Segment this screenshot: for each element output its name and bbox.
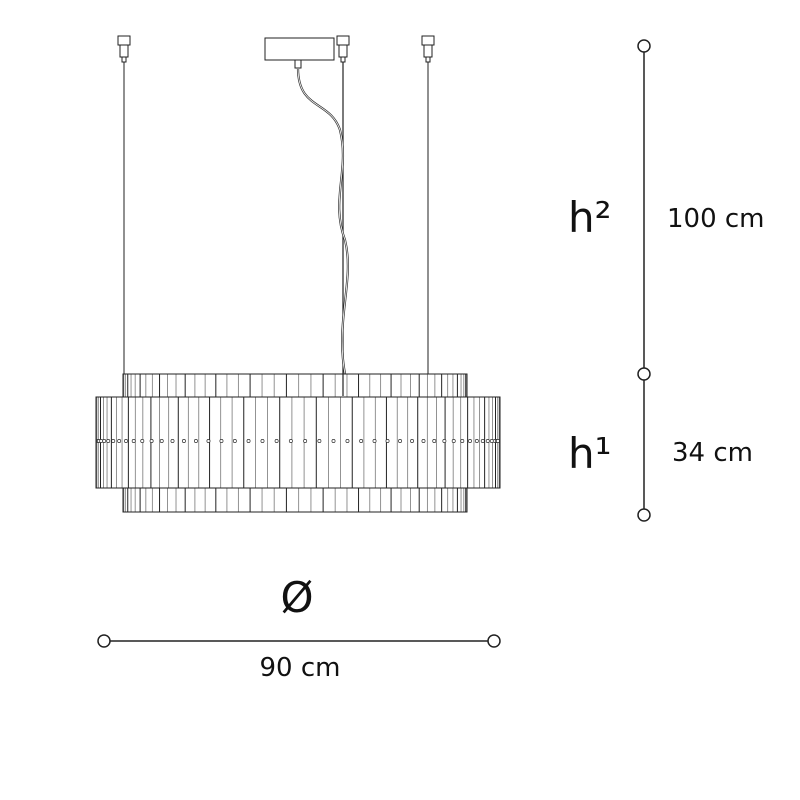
- slat-hole: [474, 439, 479, 443]
- slat-hole: [111, 439, 116, 443]
- slat-hole: [359, 439, 364, 443]
- h2-value: 100 cm: [667, 204, 765, 234]
- slat-hole: [485, 439, 490, 443]
- slat-hole: [398, 439, 403, 443]
- slat-hole: [102, 439, 107, 443]
- middle-band-outline: [95, 396, 501, 489]
- slat-hole: [206, 439, 211, 443]
- upper-band-outline: [122, 373, 468, 398]
- slat-holes: [96, 439, 500, 443]
- slat-hole: [432, 439, 437, 443]
- slat-hole: [106, 439, 111, 443]
- h1-symbol: h¹: [568, 429, 611, 478]
- slat-hole: [372, 439, 377, 443]
- slat-hole: [117, 439, 122, 443]
- slat-hole: [159, 439, 164, 443]
- slat-hole: [170, 439, 175, 443]
- canopy-cable-gland: [294, 59, 302, 69]
- slat-hole: [442, 439, 447, 443]
- slat-hole: [331, 439, 336, 443]
- diameter-node-left: [97, 634, 111, 648]
- h1-value: 34 cm: [672, 438, 753, 468]
- slat-hole: [124, 439, 128, 443]
- slat-hole: [232, 439, 237, 443]
- slat-hole: [181, 439, 186, 443]
- slat-hole: [468, 439, 472, 443]
- dimension-node-middle: [637, 367, 651, 381]
- dimension-node-top: [637, 39, 651, 53]
- lower-band-outline: [122, 487, 468, 513]
- slat-hole: [451, 439, 456, 443]
- slat-hole: [219, 439, 224, 443]
- slat-hole: [274, 439, 279, 443]
- slat-hole: [303, 439, 308, 443]
- slat-hole: [410, 439, 415, 443]
- slat-hole: [495, 439, 500, 443]
- chandelier-slats: [95, 374, 501, 512]
- slat-hole: [193, 439, 198, 443]
- diameter-symbol: Ø: [280, 573, 313, 622]
- h2-symbol: h²: [568, 193, 611, 242]
- slat-hole: [345, 439, 350, 443]
- slat-hole: [421, 439, 426, 443]
- slat-hole: [246, 439, 251, 443]
- slat-hole: [460, 439, 465, 443]
- ceiling-canopy: [264, 37, 335, 61]
- ceiling-hook-center: [336, 35, 350, 63]
- dimension-node-bottom: [637, 508, 651, 522]
- slat-hole: [480, 439, 485, 443]
- diameter-node-right: [487, 634, 501, 648]
- slat-hole: [149, 439, 154, 443]
- slat-hole: [288, 439, 293, 443]
- slat-hole: [140, 439, 145, 443]
- ceiling-hook-right: [421, 35, 435, 63]
- slat-hole: [317, 439, 322, 443]
- power-cable-inner: [297, 67, 349, 375]
- ceiling-hook-left: [117, 35, 131, 63]
- slat-hole: [385, 439, 390, 443]
- slat-hole: [260, 439, 265, 443]
- diameter-value: 90 cm: [260, 653, 341, 683]
- slat-hole: [131, 439, 136, 443]
